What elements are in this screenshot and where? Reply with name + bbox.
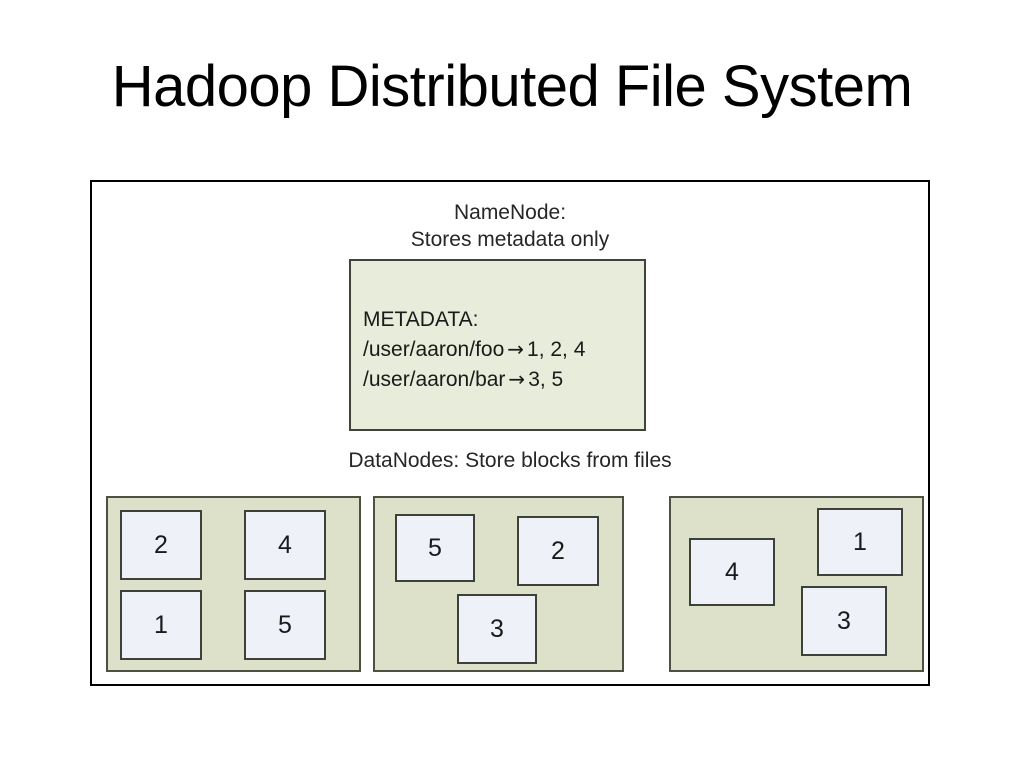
metadata-heading: METADATA:	[363, 308, 479, 331]
block-label: 4	[725, 557, 739, 586]
data-block: 1	[120, 590, 202, 660]
data-block: 3	[457, 594, 537, 664]
metadata-text: METADATA: /user/aaron/foo→1, 2, 4 /user/…	[363, 305, 585, 394]
data-block: 5	[244, 590, 326, 660]
namenode-caption-line-2: Stores metadata only	[410, 227, 610, 251]
datanode-rack-2: 5 2 3	[373, 496, 624, 672]
datanodes-caption: DataNodes: Store blocks from files	[348, 449, 672, 472]
namenode-caption: NameNode: Stores metadata only	[92, 200, 928, 254]
hdfs-diagram: NameNode: Stores metadata only METADATA:…	[90, 180, 930, 686]
block-label: 3	[837, 606, 851, 635]
metadata-entry-row: /user/aaron/bar→3, 5	[363, 365, 585, 395]
data-block: 2	[517, 516, 599, 586]
block-label: 5	[278, 610, 292, 639]
arrow-right-icon: →	[508, 366, 526, 391]
block-label: 5	[428, 533, 442, 562]
data-block: 4	[244, 510, 326, 580]
datanode-rack-1: 2 4 1 5	[106, 496, 361, 672]
arrow-right-icon: →	[507, 336, 525, 361]
metadata-entry-blocks: 3, 5	[528, 367, 564, 391]
block-label: 3	[490, 614, 504, 643]
namenode-metadata-box: METADATA: /user/aaron/foo→1, 2, 4 /user/…	[349, 259, 646, 431]
datanode-rack-3: 4 1 3	[669, 496, 924, 672]
page-title: Hadoop Distributed File System	[111, 54, 913, 119]
block-label: 1	[853, 527, 867, 556]
block-label: 4	[278, 530, 292, 559]
block-label: 2	[154, 530, 168, 559]
metadata-entry-path: /user/aaron/bar	[363, 367, 506, 391]
data-block: 1	[817, 508, 903, 576]
block-label: 2	[551, 536, 565, 565]
block-label: 1	[154, 610, 168, 639]
data-block: 2	[120, 510, 202, 580]
metadata-entry-path: /user/aaron/foo	[363, 337, 505, 361]
data-block: 3	[801, 586, 887, 656]
data-block: 4	[689, 538, 775, 606]
metadata-entry-row: /user/aaron/foo→1, 2, 4	[363, 335, 585, 365]
metadata-entry-blocks: 1, 2, 4	[527, 337, 586, 361]
data-block: 5	[395, 514, 475, 582]
namenode-caption-line-1: NameNode:	[453, 201, 567, 224]
